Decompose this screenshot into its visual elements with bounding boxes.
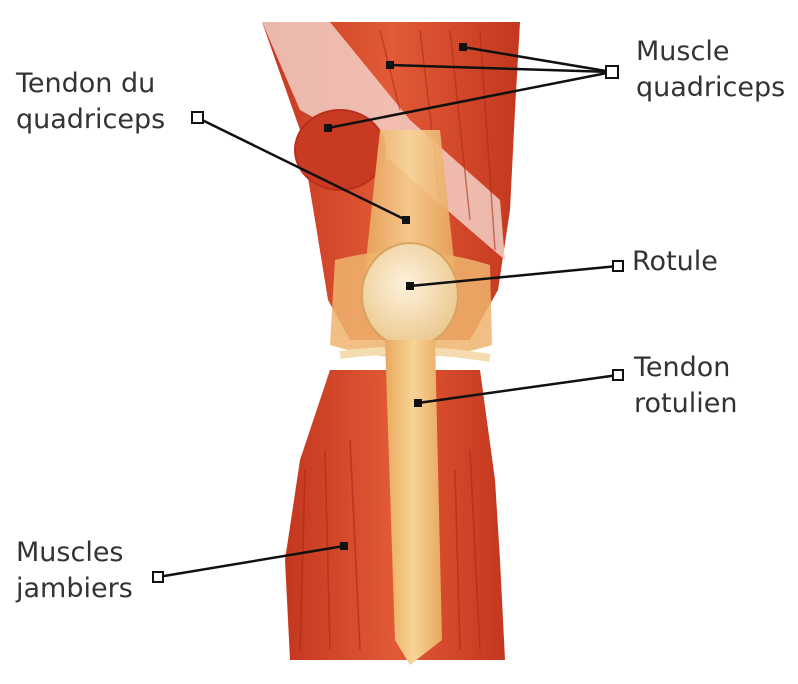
label-quadriceps-tendon-line2: quadriceps [16, 102, 165, 138]
label-quadriceps-muscle-line2: quadriceps [636, 70, 785, 106]
label-patella-line1: Rotule [632, 244, 718, 280]
box-quad-tendon [192, 112, 203, 123]
label-quadriceps-tendon: Tendon du quadriceps [16, 66, 165, 138]
box-leg [153, 572, 163, 582]
box-rotule [613, 261, 623, 271]
label-quadriceps-tendon-line1: Tendon du [16, 66, 165, 102]
label-leg-muscles-line2: jambiers [16, 571, 133, 607]
label-patellar-tendon: Tendon rotulien [634, 350, 737, 422]
label-leg-muscles-line1: Muscles [16, 535, 133, 571]
box-patellar [613, 370, 623, 380]
dot-rotule [406, 282, 414, 290]
dot-quad-a [459, 43, 467, 51]
dot-patellar [414, 399, 422, 407]
vastus-medialis-shape [295, 110, 385, 190]
dot-quad-b [386, 61, 394, 69]
label-patellar-tendon-line2: rotulien [634, 386, 737, 422]
box-quad-muscle [606, 66, 618, 78]
dot-quad-tendon [402, 216, 410, 224]
patella-shape [362, 243, 458, 347]
label-quadriceps-muscle-line1: Muscle [636, 34, 785, 70]
label-patella: Rotule [632, 244, 718, 280]
label-patellar-tendon-line1: Tendon [634, 350, 737, 386]
label-quadriceps-muscle: Muscle quadriceps [636, 34, 785, 106]
label-leg-muscles: Muscles jambiers [16, 535, 133, 607]
dot-quad-c [324, 124, 332, 132]
dot-leg [340, 542, 348, 550]
